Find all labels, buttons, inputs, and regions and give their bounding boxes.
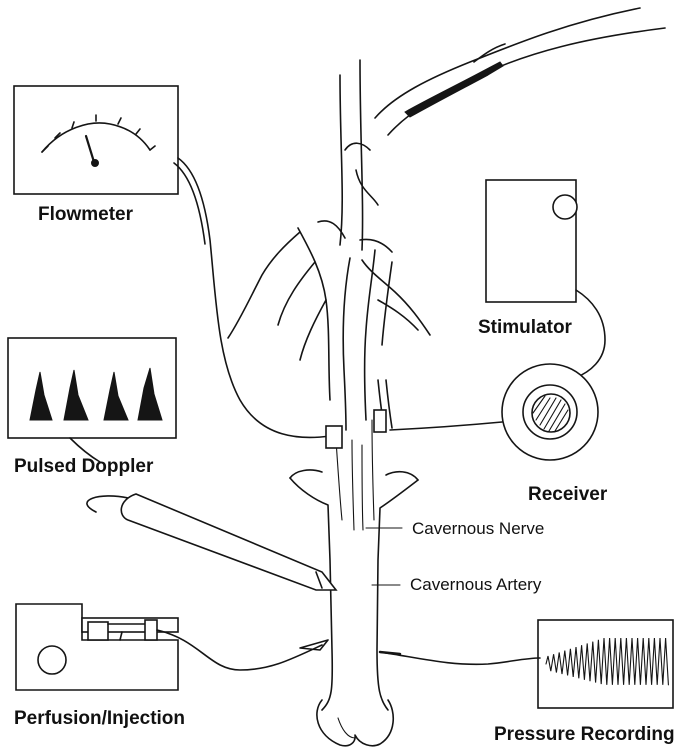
pressure-recording-device: Pressure Recording [380, 620, 675, 745]
shaft-left [290, 478, 332, 710]
vena-right [360, 60, 363, 250]
nerve-line-b [362, 445, 363, 530]
aorta-tip [474, 44, 505, 62]
pulsed-doppler-device: Pulsed Doppler [8, 338, 336, 590]
flowmeter-pivot [92, 160, 99, 167]
stimulator-label: Stimulator [478, 317, 573, 338]
aorta-dark-lumen [405, 62, 503, 117]
branch-right-1 [362, 260, 430, 335]
syringe-clamp [145, 620, 157, 640]
electrode-lead-b [386, 380, 392, 428]
vena-curve [345, 143, 370, 150]
stimulator-knob [553, 195, 577, 219]
perfusion-injection-label: Perfusion/Injection [14, 708, 185, 729]
perfusion-tube [157, 630, 322, 670]
vena-left [340, 75, 342, 245]
pressure-tube [380, 652, 540, 664]
pressure-recording-label: Pressure Recording [494, 724, 675, 745]
syringe-plunger-holder [88, 622, 108, 640]
crura-right [386, 472, 418, 480]
vessel-cross [356, 170, 378, 205]
receiver-label: Receiver [528, 484, 608, 505]
flowmeter-box [14, 86, 178, 194]
perfusion-injection-device: Perfusion/Injection [14, 604, 328, 729]
iliac-left-inner [343, 258, 350, 430]
nerve-line-c [372, 420, 374, 520]
cavernous-nerve-label: Cavernous Nerve [412, 519, 544, 538]
crura-left [290, 470, 322, 478]
receiver-cable [390, 422, 502, 430]
pressure-needle [380, 652, 400, 654]
stimulator-cable [575, 290, 605, 378]
doppler-probe [121, 494, 336, 590]
branch-left-2 [278, 262, 315, 325]
branch-left-3 [300, 300, 326, 360]
pulsed-doppler-label: Pulsed Doppler [14, 456, 154, 477]
iliac-right-inner [365, 250, 376, 420]
receiver-device: Receiver [374, 364, 608, 505]
nerve-line-d [336, 440, 342, 520]
glans [317, 700, 393, 746]
aorta-lower-edge [388, 28, 665, 135]
pump-body [16, 604, 178, 690]
nerve-electrode [374, 410, 386, 432]
syringe-post [120, 632, 122, 640]
shaft-right [377, 480, 418, 710]
cavernous-artery-label: Cavernous Artery [410, 575, 542, 594]
flowmeter-cable [178, 158, 330, 437]
iliac-left-outer [298, 228, 330, 400]
flowmeter-label: Flowmeter [38, 204, 134, 225]
nerve-line-a [352, 440, 354, 530]
stimulator-device: Stimulator [478, 180, 605, 378]
flow-probe [326, 426, 342, 448]
branch-left-1 [228, 232, 300, 338]
glans-line [338, 718, 355, 738]
receiver-outer [502, 364, 598, 460]
branch-join-2 [360, 240, 392, 253]
